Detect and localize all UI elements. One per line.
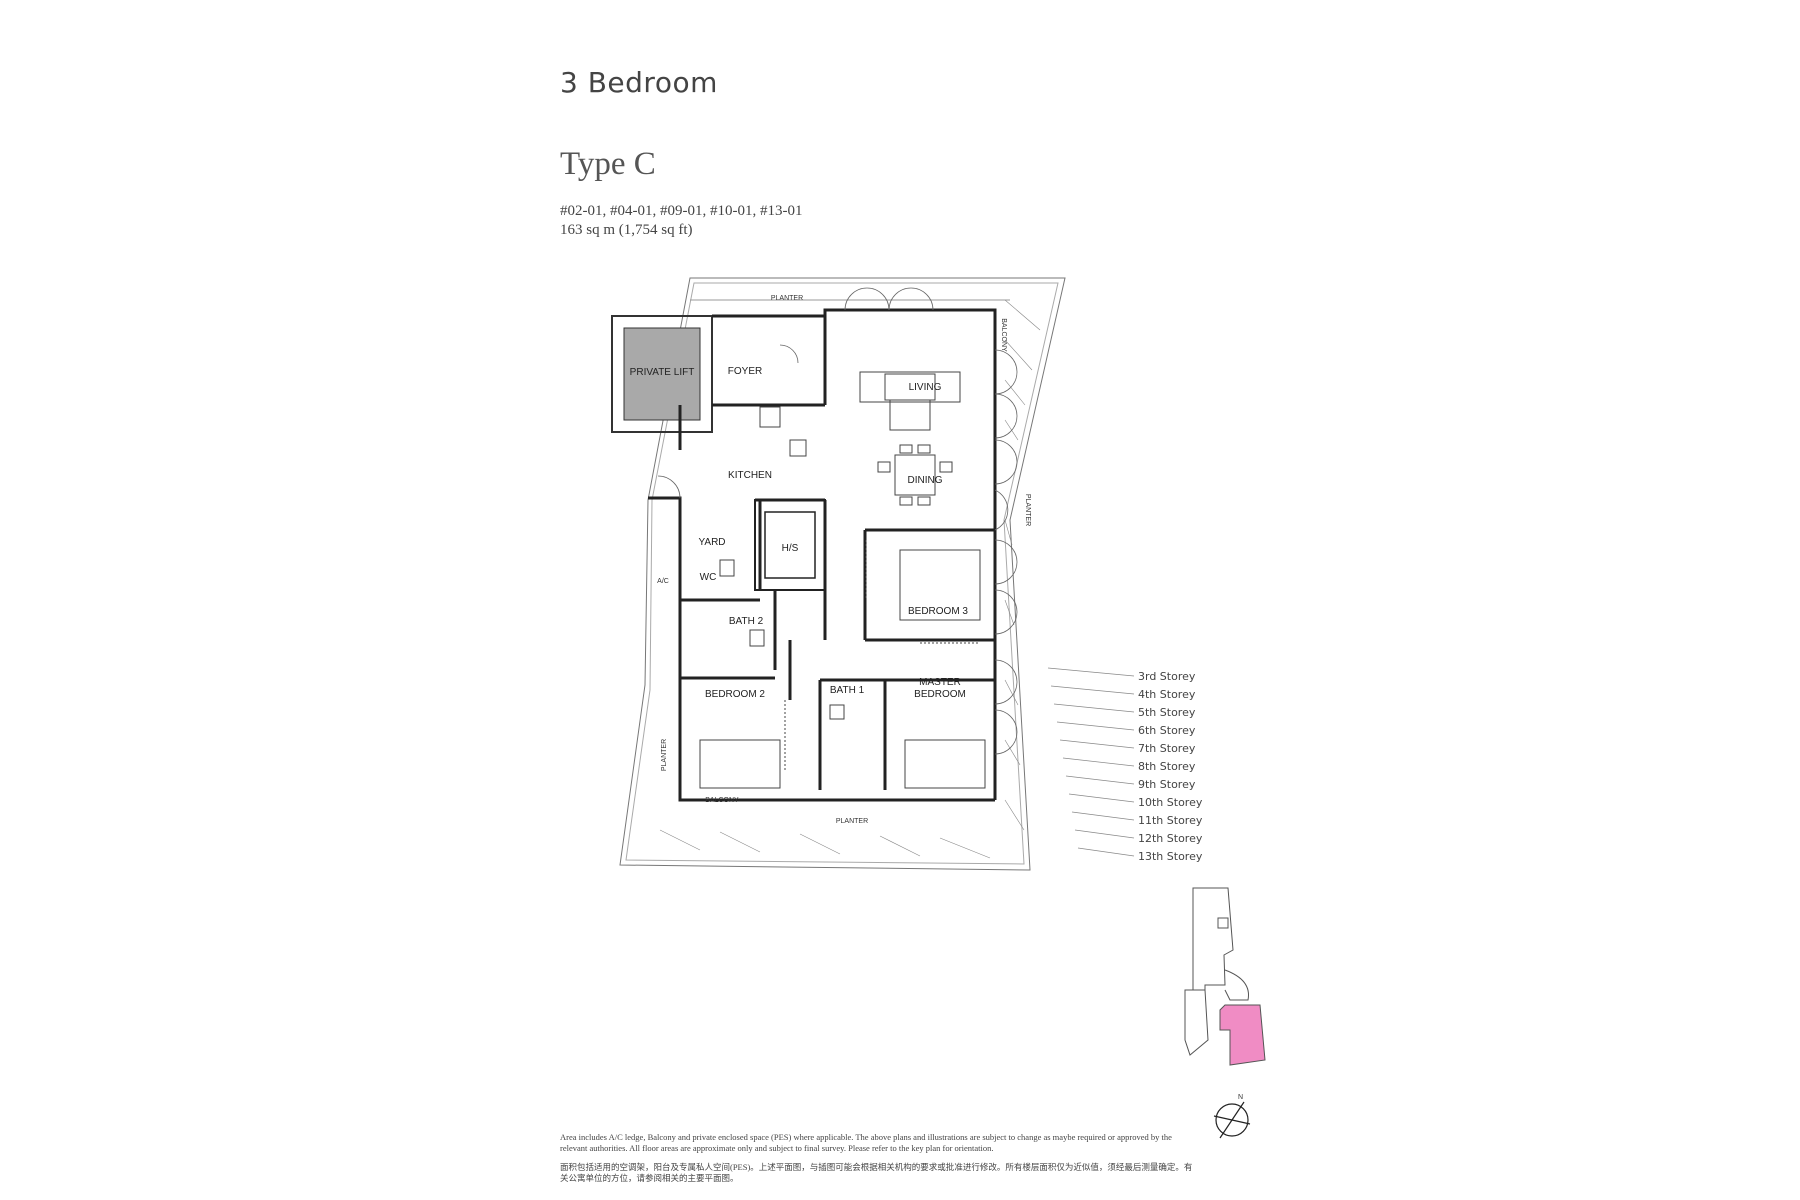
storey-label: 4th Storey — [1138, 688, 1196, 701]
label-planter-right: PLANTER — [1024, 494, 1031, 526]
storey-label: 12th Storey — [1138, 832, 1203, 845]
private-lift: PRIVATE LIFT — [611, 315, 713, 433]
label-bath1: BATH 1 — [830, 685, 865, 696]
label-master-line1: MASTER — [919, 677, 961, 688]
storey-leader-line — [1074, 829, 1135, 839]
storey-leader-line — [1071, 811, 1135, 821]
storey-leader-line — [1077, 847, 1135, 857]
hs-room — [754, 499, 826, 591]
label-balcony-right: BALCONY — [1000, 318, 1007, 352]
label-bedroom2: BEDROOM 2 — [705, 689, 765, 700]
planter-hatching — [659, 299, 1041, 859]
unit-type-title: Type C — [560, 146, 656, 182]
storey-label: 11th Storey — [1138, 814, 1203, 827]
label-private-lift: PRIVATE LIFT — [630, 367, 695, 378]
page-heading: 3 Bedroom — [560, 66, 718, 99]
hs-inner — [764, 511, 816, 579]
label-bath2: BATH 2 — [729, 616, 764, 627]
storey-leader-line — [1053, 703, 1135, 713]
label-yard: YARD — [698, 537, 725, 548]
label-kitchen: KITCHEN — [728, 470, 772, 481]
key-plan-highlight — [1219, 1004, 1266, 1066]
north-arrow: N — [1213, 1094, 1251, 1139]
storey-leader-line — [1056, 721, 1135, 731]
storey-label: 9th Storey — [1138, 778, 1196, 791]
label-bedroom3: BEDROOM 3 — [908, 606, 968, 617]
walls — [648, 308, 997, 802]
storey-labels: 3rd Storey 4th Storey 5th Storey 6th Storey… — [1138, 670, 1203, 863]
furniture — [699, 371, 986, 789]
label-master-line2: BEDROOM — [914, 689, 966, 700]
label-living: LIVING — [909, 382, 942, 393]
label-hs: H/S — [782, 543, 799, 554]
storey-label: 8th Storey — [1138, 760, 1196, 773]
north-label: N — [1238, 1094, 1243, 1101]
storey-label: 6th Storey — [1138, 724, 1196, 737]
storey-label: 5th Storey — [1138, 706, 1196, 719]
storey-label: 13th Storey — [1138, 850, 1203, 863]
footnote-chinese: 面积包括适用的空调架，阳台及专属私人空间(PES)。上述平面图，与插图可能会根据… — [560, 1162, 1193, 1183]
label-ac: A/C — [657, 578, 669, 585]
storey-leader-lines — [1047, 667, 1135, 857]
label-planter-left: PLANTER — [661, 739, 668, 771]
storey-leader-line — [1059, 739, 1135, 749]
storey-label: 7th Storey — [1138, 742, 1196, 755]
planter-boundary — [619, 277, 1066, 871]
label-foyer: FOYER — [728, 366, 762, 377]
lift-car — [623, 327, 701, 421]
label-wc: WC — [700, 572, 717, 583]
label-balcony-bottom: BALCONY — [705, 797, 739, 804]
storey-leader-line — [1065, 775, 1135, 785]
storey-leader-line — [1068, 793, 1135, 803]
storey-leader-line — [1047, 667, 1135, 677]
unit-numbers: #02-01, #04-01, #09-01, #10-01, #13-01 — [560, 203, 803, 219]
key-plan — [1184, 887, 1266, 1066]
storey-label: 3rd Storey — [1138, 670, 1196, 683]
label-planter-bottom: PLANTER — [836, 818, 868, 825]
footnote-english: Area includes A/C ledge, Balcony and pri… — [560, 1132, 1172, 1153]
storey-leader-line — [1050, 685, 1135, 695]
label-planter-top: PLANTER — [771, 295, 803, 302]
unit-area: 163 sq m (1,754 sq ft) — [560, 222, 693, 238]
storey-label: 10th Storey — [1138, 796, 1203, 809]
label-dining: DINING — [908, 475, 943, 486]
door-swings — [657, 287, 1018, 755]
storey-leader-line — [1062, 757, 1135, 767]
